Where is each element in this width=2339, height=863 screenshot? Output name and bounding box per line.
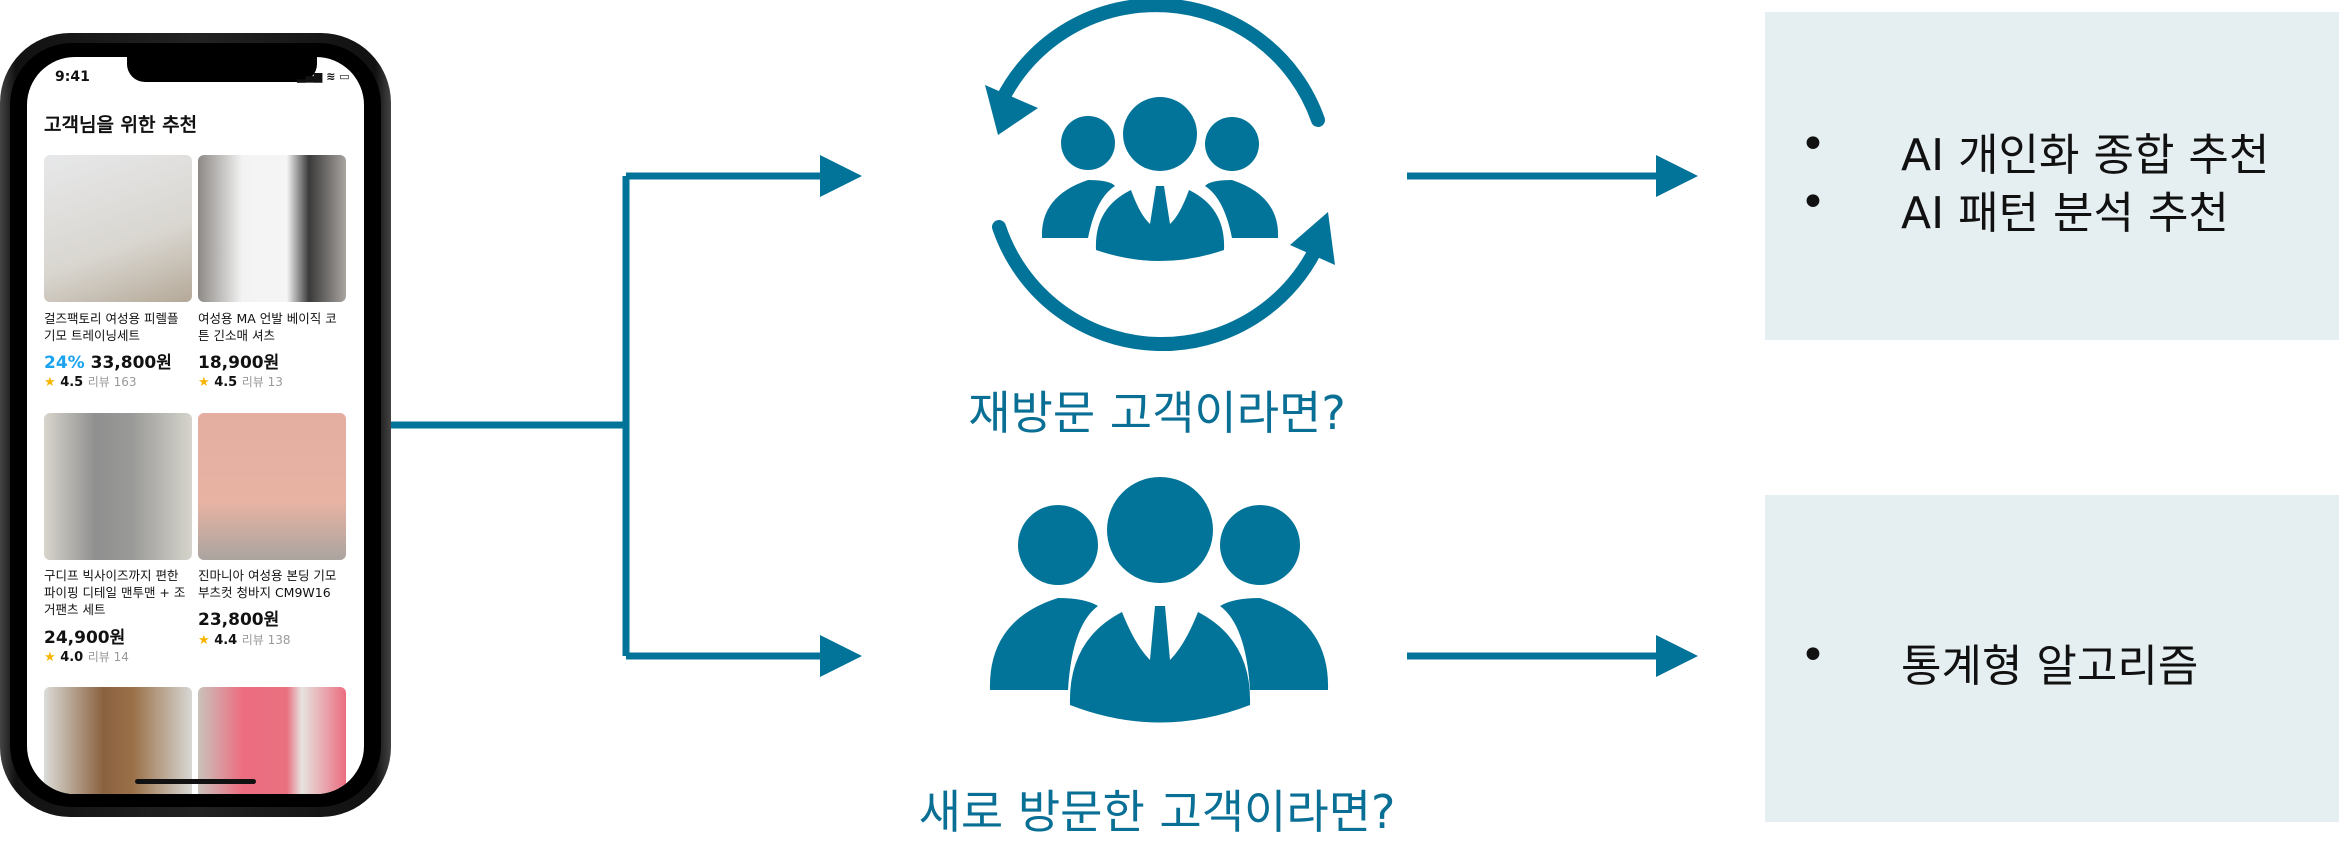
product-rating: ★ 4.5 리뷰 13 [198, 375, 283, 390]
product-price: 24% 33,800원 [44, 348, 172, 373]
result-item: AI 패턴 분석 추천 [1901, 188, 2229, 239]
star-icon: ★ [44, 650, 56, 665]
product-image[interactable] [44, 687, 192, 794]
new-visitor-result-box: • 통계형 알고리즘 [1765, 495, 2339, 822]
bullet: • [1800, 630, 1826, 681]
product-name[interactable]: 구디프 빅사이즈까지 편한 파이핑 디테일 맨투맨 + 조거팬츠 세트 [44, 568, 186, 617]
returning-customer-icon [985, 0, 1335, 352]
product-rating: ★ 4.5 리뷰 163 [44, 375, 137, 390]
product-name[interactable]: 진마니아 여성용 본딩 기모 부츠컷 청바지 CM9W16 [198, 568, 337, 600]
bullet: • [1800, 119, 1826, 170]
returning-result-box: • AI 개인화 종합 추천 • AI 패턴 분석 추천 [1765, 12, 2339, 340]
returning-label: 재방문 고객이라면? [968, 386, 1346, 440]
result-item: 통계형 알고리즘 [1901, 641, 2199, 692]
star-icon: ★ [198, 375, 210, 390]
product-name[interactable]: 걸즈팩토리 여성용 피렐플 기모 트레이닝세트 [44, 311, 179, 343]
discount: 24% [44, 353, 85, 373]
page-title: 고객님을 위한 추천 [44, 114, 198, 136]
new-customer-icon [989, 477, 1329, 723]
home-indicator [135, 779, 256, 784]
product-image[interactable] [198, 413, 346, 560]
new-visitor-label: 새로 방문한 고객이라면? [918, 785, 1396, 839]
product-name[interactable]: 여성용 MA 언발 베이직 코튼 긴소매 셔츠 [198, 311, 337, 343]
notch [127, 57, 317, 82]
star-icon: ★ [198, 633, 210, 648]
status-icons: ▂▄▆ ≋ ▭ [297, 70, 350, 83]
bullet: • [1800, 177, 1826, 228]
phone-screen: 9:41 ▂▄▆ ≋ ▭ 고객님을 위한 추천 걸즈팩토리 여성용 피렐플 기모… [27, 57, 364, 794]
product-image[interactable] [44, 155, 192, 302]
star-icon: ★ [44, 375, 56, 390]
product-rating: ★ 4.4 리뷰 138 [198, 633, 291, 648]
result-item: AI 개인화 종합 추천 [1901, 130, 2270, 181]
product-price: 24,900원 [44, 628, 126, 648]
status-time: 9:41 [55, 69, 90, 85]
product-price: 18,900원 [198, 353, 280, 373]
product-rating: ★ 4.0 리뷰 14 [44, 650, 129, 665]
product-price: 23,800원 [198, 610, 280, 630]
price: 33,800원 [90, 353, 172, 373]
product-image[interactable] [198, 155, 346, 302]
product-image[interactable] [198, 687, 346, 794]
product-image[interactable] [44, 413, 192, 560]
